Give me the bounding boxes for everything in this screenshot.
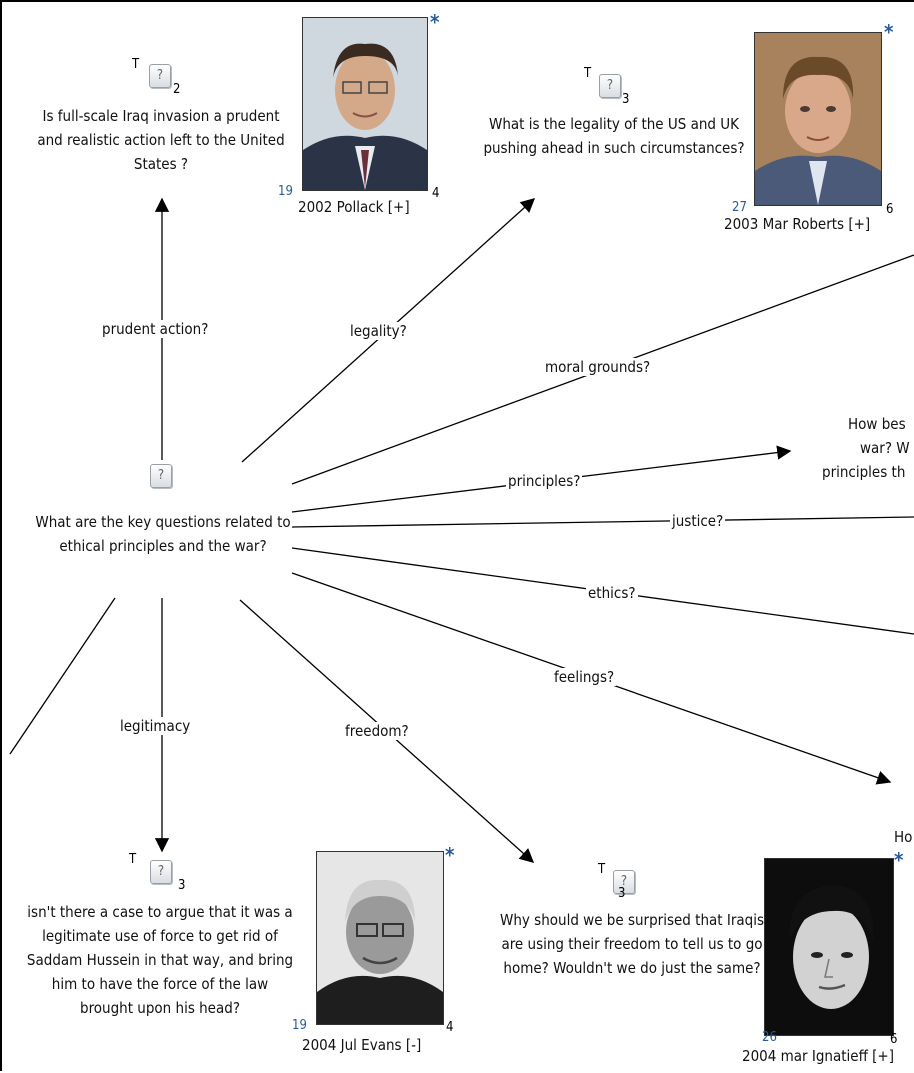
ignatieff-photo[interactable] — [764, 858, 894, 1036]
link-label-feelings: feelings? — [552, 668, 617, 686]
pollack-question-icon[interactable]: ? — [149, 64, 171, 88]
roberts-star-icon: * — [884, 20, 894, 44]
pollack-photo[interactable] — [302, 17, 428, 191]
pollack-star-icon: * — [430, 10, 440, 34]
evans-photo[interactable] — [316, 851, 444, 1025]
link-label-legality: legality? — [348, 322, 409, 340]
pollack-right-count: 4 — [432, 186, 440, 201]
partial-question-text[interactable]: How bes war? W principles th — [822, 412, 914, 484]
evans-right-count: 4 — [446, 1020, 454, 1035]
link-label-moral-grounds: moral grounds? — [543, 358, 653, 376]
roberts-question-t-marker: T — [584, 66, 592, 81]
roberts-question-count: 3 — [622, 92, 630, 107]
pollack-question-text[interactable]: Is full-scale Iraq invasion a prudent an… — [37, 107, 285, 173]
link-label-legitimacy: legitimacy — [118, 717, 193, 735]
pollack-caption[interactable]: 2002 Pollack [+] — [298, 198, 410, 216]
evans-left-count: 19 — [292, 1018, 307, 1033]
evans-caption[interactable]: 2004 Jul Evans [-] — [302, 1036, 422, 1054]
ignatieff-caption[interactable]: 2004 mar Ignatieff [+] — [742, 1047, 894, 1065]
ignatieff-star-icon: * — [894, 848, 904, 872]
link-left-offscreen[interactable] — [9, 597, 116, 755]
roberts-question-icon[interactable]: ? — [599, 74, 621, 98]
evans-star-icon: * — [445, 843, 455, 867]
ignatieff-question-t-marker: T — [598, 862, 606, 877]
ignatieff-right-count: 6 — [890, 1032, 898, 1047]
evans-question-icon[interactable]: ? — [150, 860, 172, 884]
roberts-right-count: 6 — [886, 202, 894, 217]
pollack-question-t-marker: T — [132, 57, 140, 72]
root-question-text[interactable]: What are the key questions related to et… — [35, 513, 291, 555]
roberts-photo[interactable] — [754, 32, 882, 206]
roberts-left-count: 27 — [732, 200, 747, 215]
partial-question-line-2: war? W — [860, 439, 910, 457]
pollack-question-count: 2 — [173, 82, 181, 97]
link-label-prudent-action: prudent action? — [100, 320, 211, 338]
ignatieff-left-count: 26 — [762, 1030, 777, 1045]
partial-question-line-3: principles th — [822, 463, 906, 481]
evans-question-t-marker: T — [129, 852, 137, 867]
evans-question-count: 3 — [178, 878, 186, 893]
evans-question-text[interactable]: isn't there a case to argue that it was … — [26, 903, 294, 1017]
ignatieff-question-icon[interactable]: ? — [613, 870, 635, 894]
roberts-question-text[interactable]: What is the legality of the US and UK pu… — [483, 115, 745, 157]
question-icon[interactable]: ? — [150, 464, 172, 488]
link-justice[interactable] — [291, 516, 914, 528]
ignatieff-question-count: 3 — [618, 886, 626, 901]
link-label-principles: principles? — [506, 472, 583, 490]
pollack-left-count: 19 — [278, 184, 293, 199]
link-label-ethics: ethics? — [586, 584, 638, 602]
link-label-freedom: freedom? — [343, 722, 411, 740]
partial-bottom-question-text[interactable]: Ho — [894, 828, 913, 846]
ignatieff-question-text[interactable]: Why should we be surprised that Iraqis a… — [500, 911, 764, 977]
partial-question-line-1: How bes — [848, 415, 906, 433]
roberts-caption[interactable]: 2003 Mar Roberts [+] — [724, 215, 871, 233]
link-label-justice: justice? — [670, 512, 726, 530]
